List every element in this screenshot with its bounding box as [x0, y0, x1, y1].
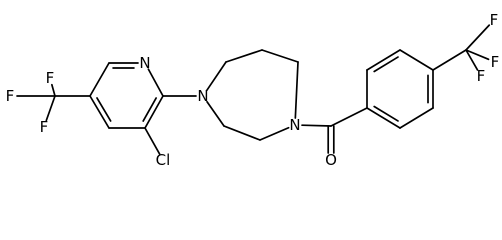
single-bond [89, 62, 110, 97]
single-bond [206, 61, 227, 92]
double-bond-outer-line [366, 49, 401, 71]
single-bond [301, 124, 332, 127]
single-bond [147, 68, 164, 97]
fluorine-atom-label: F [491, 53, 500, 71]
single-bond [330, 107, 368, 127]
pyridine-nitrogen-label: N [139, 54, 150, 72]
single-bond [225, 49, 263, 63]
fluorine-atom-label: F [477, 67, 486, 85]
double-bond-outer-line [366, 107, 401, 129]
single-bond [206, 100, 225, 127]
single-bond [432, 49, 467, 71]
chemical-structure: F F F N Cl N N O F F F [6, 11, 500, 169]
single-bond [465, 49, 479, 71]
bond-layer [16, 24, 491, 155]
amide-nitrogen-label: N [289, 116, 300, 134]
fluorine-atom-label: F [490, 11, 499, 29]
double-bond-inner-line [96, 97, 112, 122]
fluorine-atom-label: F [46, 69, 55, 87]
single-bond [261, 49, 299, 63]
single-bond [465, 24, 491, 51]
single-bond [45, 95, 56, 122]
single-bond [223, 125, 261, 141]
double-bond-inner-line [142, 97, 157, 122]
fluorine-atom-label: F [6, 87, 15, 105]
double-bond-outer-line [144, 95, 164, 129]
atom-label-layer: F F F N Cl N N O F F F [6, 11, 500, 169]
single-bond [399, 107, 434, 129]
single-bond [294, 61, 299, 119]
double-bond-inner-line [373, 56, 399, 73]
diazepane-nitrogen-label: N [197, 87, 208, 105]
single-bond [399, 49, 434, 71]
single-bond [259, 126, 290, 141]
oxygen-atom-label: O [325, 151, 337, 169]
single-bond [51, 83, 56, 97]
double-bond-outer-line [89, 95, 110, 129]
single-bond [144, 127, 161, 155]
fluorine-atom-label: F [40, 118, 49, 136]
chlorine-atom-label: Cl [156, 151, 171, 169]
single-bond [465, 49, 490, 61]
double-bond-inner-line [373, 105, 399, 122]
